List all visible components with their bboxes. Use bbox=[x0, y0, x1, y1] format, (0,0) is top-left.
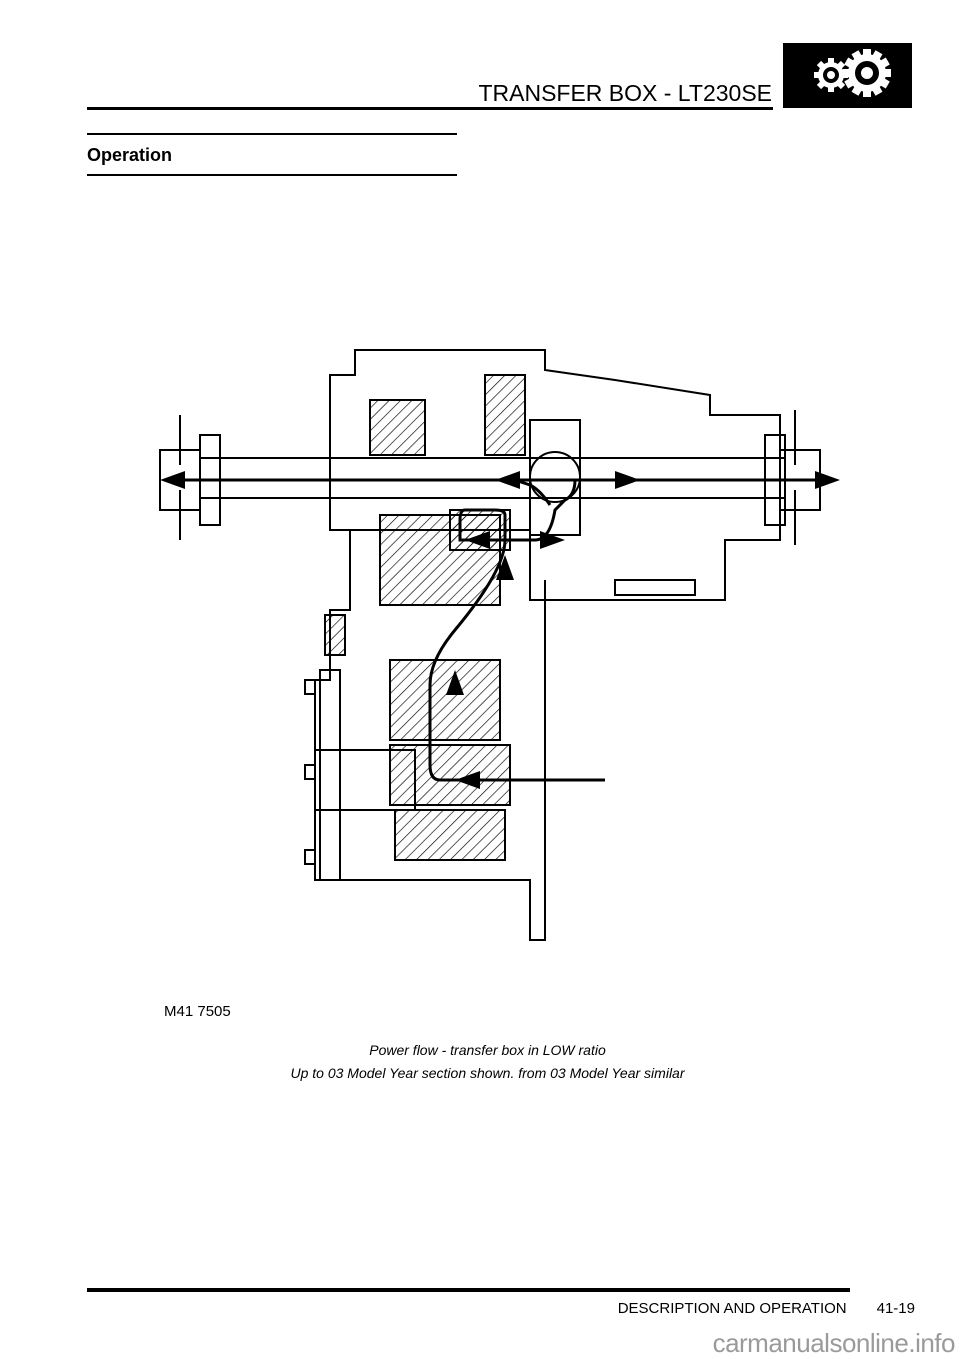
gears-icon bbox=[783, 43, 912, 108]
footer-section: DESCRIPTION AND OPERATION bbox=[617, 1300, 847, 1317]
footer: DESCRIPTION AND OPERATION 41-19 bbox=[618, 1300, 915, 1317]
watermark: carmanualsonline.info bbox=[712, 1328, 956, 1358]
section-rule-bottom bbox=[87, 174, 457, 176]
header-rule bbox=[87, 107, 773, 110]
footer-rule bbox=[87, 1288, 850, 1292]
figure-id: M41 7505 bbox=[164, 1003, 231, 1020]
section-title: Operation bbox=[87, 145, 173, 165]
transfer-box-diagram bbox=[155, 340, 845, 955]
figure-caption: Power flow - transfer box in LOW ratio bbox=[369, 1042, 606, 1058]
page-header-title: TRANSFER BOX - LT230SE bbox=[478, 80, 772, 106]
section-rule-top bbox=[87, 133, 457, 135]
page-number: 41-19 bbox=[876, 1300, 915, 1317]
figure-note: Up to 03 Model Year section shown. from … bbox=[290, 1065, 685, 1081]
